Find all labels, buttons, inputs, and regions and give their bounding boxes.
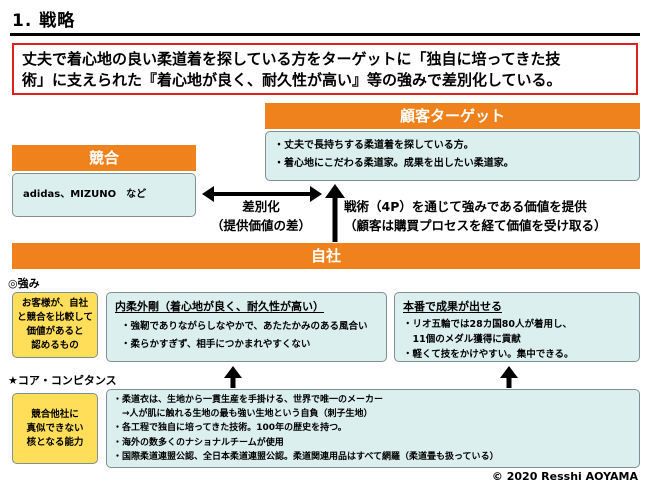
value-offer-arrow (325, 184, 345, 242)
strength-card-results-item: ・リオ五輪では28カ国80人が着用し、 (403, 319, 572, 330)
core-competence-item: →人が肌に触れる生地の最も強い生地という自負（刺子生地） (113, 409, 373, 420)
value-offer-line-2: （顧客は購買プロセスを経て価値を受け取る） (344, 218, 607, 233)
competition-header: 競合 (12, 145, 196, 171)
copyright: © 2020 Resshi AOYAMA (491, 470, 638, 483)
competition-box: adidas、MIZUNO など (12, 173, 196, 217)
customer-target-box: ・丈夫で長持ちする柔道着を探している方。 ・着心地にこだわる柔道家。成果を出した… (265, 131, 640, 181)
core-competence-item: ・国際柔道連盟公認、全日本柔道連盟公認。柔道関連用品はすべて網羅（柔道畳も扱って… (113, 451, 499, 462)
headline-line-1: 丈夫で着心地の良い柔道着を探している方をターゲットに「独自に培ってきた技 (22, 50, 561, 68)
strength-card-comfort-item: ・柔らかすぎず、相手につかまれやすくない (121, 339, 311, 350)
core-competence-item: ・柔道衣は、生地から一貫生産を手掛ける、世界で唯一のメーカー (113, 395, 384, 405)
competence-arrow-right (500, 366, 518, 388)
value-offer-line-1: 戦術（4P）を通じて強みである価値を提供 (344, 199, 587, 214)
strengths-note-line: 価値があると (26, 326, 84, 337)
strengths-note: お客様が、自社 と競合を比較して 価値があると 認めるもの (12, 292, 98, 358)
strengths-note-line: お客様が、自社 (21, 298, 89, 309)
differentiation-line-2: （提供価値の差） (210, 218, 311, 233)
strength-card-comfort-title: 内柔外剛（着心地が良く、耐久性が高い） (115, 300, 324, 313)
headline-line-2: 術」に支えられた『着心地が良く、耐久性が高い』等の強みで差別化している。 (22, 71, 562, 89)
differentiation-arrow (202, 186, 322, 202)
differentiation-label: 差別化 （提供価値の差） (196, 197, 326, 235)
title-divider (10, 33, 640, 36)
strength-card-results-item: ・軽くて技をかけやすい。集中できる。 (403, 349, 574, 360)
core-competence-note-line: 競合他社に (31, 408, 79, 420)
strategy-headline: 丈夫で着心地の良い柔道着を探している方をターゲットに「独自に培ってきた技 術」に… (12, 43, 638, 95)
value-offer-label: 戦術（4P）を通じて強みである価値を提供 （顧客は購買プロセスを経て価値を受け取… (338, 197, 640, 235)
competition-content: adidas、MIZUNO など (23, 189, 147, 200)
strength-card-results-item: 11個のメダル獲得に貢献 (403, 334, 521, 345)
core-competence-note-line: 真似できない (26, 422, 84, 434)
strength-card-comfort-item: ・強靭でありながらしなやかで、あたたかみのある風合い (121, 321, 368, 332)
core-competence-item: ・海外の数多くのナショナルチームが使用 (113, 437, 284, 448)
strengths-note-line: と競合を比較して (17, 312, 93, 323)
customer-target-item-2: ・着心地にこだわる柔道家。成果を出したい柔道家。 (274, 158, 514, 169)
customer-target-item-1: ・丈夫で長持ちする柔道着を探している方。 (274, 140, 474, 151)
core-competence-note-line: 核となる能力 (26, 436, 84, 448)
strength-card-results-title: 本番で成果が出せる (403, 300, 502, 313)
strengths-label: ◎強み (8, 277, 40, 290)
page-title: 1. 戦略 (12, 11, 76, 31)
competence-arrow-left (224, 366, 242, 388)
core-competence-item: ・各工程で独自に培ってきた技術。100年の歴史を持つ。 (113, 423, 347, 434)
strength-card-comfort: 内柔外剛（着心地が良く、耐久性が高い） ・強靭でありながらしなやかで、あたたかみ… (106, 292, 387, 362)
core-competence-box: ・柔道衣は、生地から一貫生産を手掛ける、世界で唯一のメーカー →人が肌に触れる生… (106, 389, 640, 468)
strength-card-results: 本番で成果が出せる ・リオ五輪では28カ国80人が着用し、 11個のメダル獲得に… (394, 292, 640, 362)
differentiation-line-1: 差別化 (242, 199, 280, 214)
company-header: 自社 (12, 243, 640, 269)
strengths-note-line: 認めるもの (31, 340, 79, 351)
customer-target-header: 顧客ターゲット (265, 103, 640, 129)
core-competence-label: ★コア・コンピタンス (8, 374, 117, 387)
core-competence-note: 競合他社に 真似できない 核となる能力 (12, 393, 98, 464)
